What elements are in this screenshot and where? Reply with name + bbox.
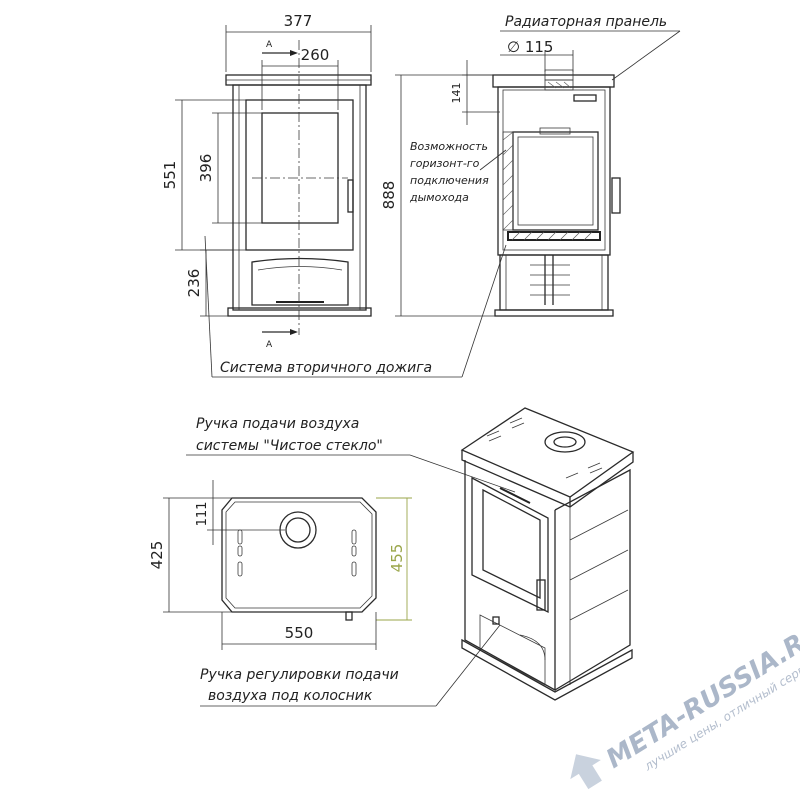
note-horizontal-connection-1: Возможность: [410, 140, 488, 153]
dim-depth-total: 455: [388, 544, 406, 573]
grate-air-callout: Ручка регулировки подачи воздуха под кол…: [200, 624, 501, 707]
dim-flue-diameter: ∅ 115: [507, 38, 553, 56]
dim-flue-offset-top: 111: [195, 502, 210, 527]
dim-base-height: 236: [185, 269, 203, 298]
section-mark-bottom: A: [266, 340, 273, 350]
dim-flue-offset-side: 141: [450, 83, 463, 104]
note-horizontal-connection-3: подключения: [410, 174, 489, 187]
dim-glass-height: 396: [197, 154, 215, 183]
dim-depth: 425: [148, 541, 166, 570]
section-mark-top: A: [266, 40, 273, 50]
side-section-view: 888 141 ∅ 115 Радиаторная пранель Возмож…: [380, 14, 681, 317]
label-secondary-burn: Система вторичного дожига: [220, 360, 432, 376]
front-view: A A 377 260 551 396 236: [161, 12, 372, 350]
clean-glass-callout: Ручка подачи воздуха системы "Чистое сте…: [186, 416, 516, 493]
isometric-view: [460, 407, 635, 701]
label-clean-glass-1: Ручка подачи воздуха: [196, 416, 359, 432]
dim-height-upper: 551: [161, 161, 179, 190]
label-radiator-panel: Радиаторная пранель: [505, 14, 667, 30]
label-grate-air-2: воздуха под колосник: [208, 688, 373, 704]
note-horizontal-connection-2: горизонт-го: [410, 157, 480, 170]
watermark: META-RUSSIA.RU лучшие цены, отличный сер…: [570, 617, 800, 790]
dim-inner-width: 260: [301, 46, 330, 64]
top-view: 425 111 455 550: [148, 480, 412, 650]
dim-total-width: 377: [284, 12, 313, 30]
secondary-burn-callout: Система вторичного дожига: [204, 235, 507, 378]
note-horizontal-connection-4: дымохода: [409, 191, 469, 204]
label-clean-glass-2: системы "Чистое стекло": [196, 438, 383, 454]
house-logo-icon: [570, 754, 602, 790]
label-grate-air-1: Ручка регулировки подачи: [200, 667, 399, 683]
dim-total-height: 888: [380, 181, 398, 210]
dim-width: 550: [285, 624, 314, 642]
